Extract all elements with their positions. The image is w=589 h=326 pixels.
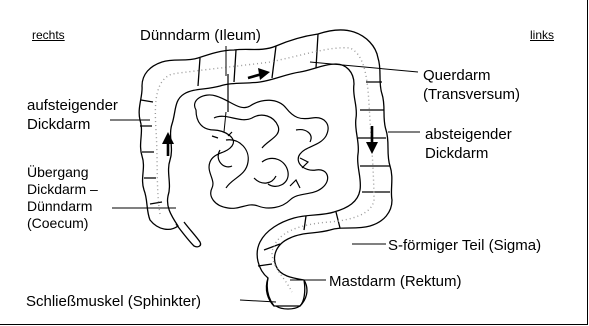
flow-arrows [162, 68, 378, 156]
right-side-label: rechts [32, 28, 65, 42]
transverse-colon-label: Querdarm (Transversum) [423, 66, 520, 104]
ascending-colon-label: aufsteigender Dickdarm [27, 96, 118, 134]
colon-centerline [155, 48, 374, 292]
left-side-label: links [530, 28, 554, 42]
rectum-label: Mastdarm (Rektum) [329, 272, 462, 291]
ileum-label: Dünndarm (Ileum) [140, 26, 261, 45]
descending-colon-label: absteigender Dickdarm [425, 125, 512, 163]
sphincter-label: Schließmuskel (Sphinkter) [26, 292, 201, 311]
small-intestine [195, 74, 328, 208]
sigma-label: S-förmiger Teil (Sigma) [388, 236, 541, 255]
leader-lines [110, 46, 420, 302]
cecum-label: Übergang Dickdarm – Dünndarm (Coecum) [27, 164, 98, 232]
